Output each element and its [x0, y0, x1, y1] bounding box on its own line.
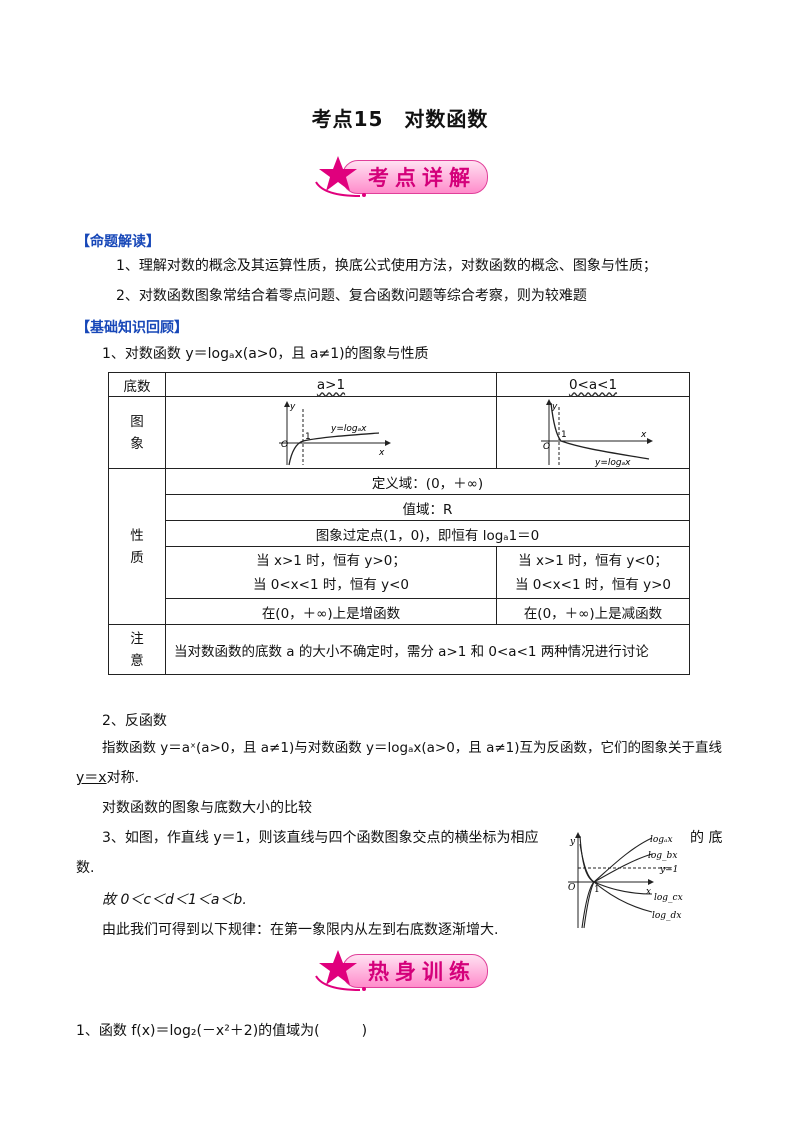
graph-axis-y: y: [289, 402, 296, 412]
banner-warmup-text: 热身训练: [368, 960, 476, 984]
row-note-label: 注意: [130, 630, 144, 669]
section-review-header: 【基础知识回顾】: [76, 320, 188, 336]
row-graph-label: 图象: [130, 413, 144, 452]
graph-one: 1: [561, 430, 567, 440]
gt1-sign-1: 当 x>1 时，恒有 y>0；: [256, 552, 406, 569]
domain-cell: 定义域：(0，＋∞): [165, 468, 690, 495]
compare-line-2: 数.: [76, 860, 95, 876]
lt1-sign-cell: 当 x>1 时，恒有 y<0； 当 0<x<1 时，恒有 y>0: [496, 546, 690, 599]
compare-line-1-tail: 的 底: [690, 830, 723, 846]
fig-origin: O: [568, 883, 576, 893]
fixed-point-cell: 图象过定点(1，0)，即恒有 logₐ1＝0: [165, 520, 690, 547]
fig-label-d: log_dx: [652, 911, 681, 921]
inverse-line-2-underlined: y＝x: [76, 770, 107, 786]
graph-log-increasing: O 1 y x y=logₐx: [279, 400, 391, 465]
gt1-sign-2: 当 0<x<1 时，恒有 y<0: [252, 576, 410, 593]
star-icon: [315, 156, 366, 197]
gt1-sign-cell: 当 x>1 时，恒有 y>0； 当 0<x<1 时，恒有 y<0: [165, 546, 497, 599]
graph-axis-x: x: [378, 448, 385, 458]
cell-base: 底数: [108, 372, 166, 397]
gt1-mono-cell: 在(0，＋∞)上是增函数: [165, 598, 497, 625]
property-table: 底数 a>1 0<a<1 图象 O 1 y x y=logₐx: [108, 372, 690, 675]
graph-lt1-cell: O 1 y x y=logₐx: [496, 396, 690, 469]
graph-label: y=logₐx: [330, 424, 367, 434]
compare-line-3: 故 0＜c＜d＜1＜a＜b.: [102, 892, 247, 908]
section-reading-header: 【命题解读】: [76, 234, 160, 250]
review-item-1: 1、对数函数 y＝logₐx(a>0，且 a≠1)的图象与性质: [102, 346, 429, 362]
inverse-line-1: 指数函数 y＝aˣ(a>0，且 a≠1)与对数函数 y＝logₐx(a>0，且 …: [102, 740, 723, 756]
compare-heading: 对数函数的图象与底数大小的比较: [102, 800, 312, 816]
page-title: 考点15 对数函数: [311, 107, 489, 131]
graph-one: 1: [305, 432, 311, 442]
fig-label-b: log_bx: [648, 851, 677, 861]
compare-line-1: 3、如图，作直线 y＝1，则该直线与四个函数图象交点的横坐标为相应: [102, 830, 539, 846]
reading-item-1: 1、理解对数的概念及其运算性质，换底公式使用方法，对数函数的概念、图象与性质；: [116, 258, 657, 274]
fig-label-y1: y=1: [659, 865, 678, 875]
fig-one: 1: [594, 885, 600, 895]
note-cell: 当对数函数的底数 a 的大小不确定时，需分 a>1 和 0<a<1 两种情况进行…: [165, 624, 690, 675]
banner-bar: [342, 160, 488, 194]
fig-axis-x: x: [646, 887, 651, 897]
exercise-q1: 1、函数 f(x)＝log₂(－x²＋2)的值域为( ): [76, 1023, 368, 1039]
graph-gt1-cell: O 1 y x y=logₐx: [165, 396, 497, 469]
inverse-line-2-rest: 对称.: [106, 770, 140, 786]
row-props-label: 性质: [130, 527, 144, 566]
banner-detail: 考点详解: [312, 152, 488, 200]
graph-axis-x: x: [640, 430, 647, 440]
star-icon: [315, 950, 366, 991]
cell-a-gt1: a>1: [316, 376, 346, 393]
graph-log-decreasing: O 1 y x y=logₐx: [541, 398, 653, 467]
banner-bar: [342, 954, 488, 988]
graph-origin: O: [543, 442, 550, 452]
range-cell: 值域：R: [165, 494, 690, 521]
lt1-sign-1: 当 x>1 时，恒有 y<0；: [518, 552, 668, 569]
lt1-mono-cell: 在(0，＋∞)上是减函数: [496, 598, 690, 625]
base-comparison-figure: O 1 y x logₐx log_bx y=1 log_cx log_dx: [568, 832, 683, 929]
cell-a-lt1: 0<a<1: [568, 376, 618, 393]
compare-line-4: 由此我们可得到以下规律：在第一象限内从左到右底数逐渐增大.: [102, 922, 499, 938]
reading-item-2: 2、对数函数图象常结合着零点问题、复合函数问题等综合考察，则为较难题: [116, 288, 587, 304]
lt1-sign-2: 当 0<x<1 时，恒有 y>0: [514, 576, 672, 593]
inverse-heading: 2、反函数: [102, 713, 167, 729]
fig-label-a: logₐx: [650, 835, 673, 845]
banner-warmup: 热身训练: [312, 946, 488, 994]
fig-axis-y: y: [569, 837, 576, 847]
fig-label-c: log_cx: [654, 893, 683, 903]
graph-axis-y: y: [551, 402, 558, 412]
graph-origin: O: [281, 440, 288, 450]
banner-detail-text: 考点详解: [368, 166, 476, 190]
graph-label: y=logₐx: [594, 458, 631, 467]
